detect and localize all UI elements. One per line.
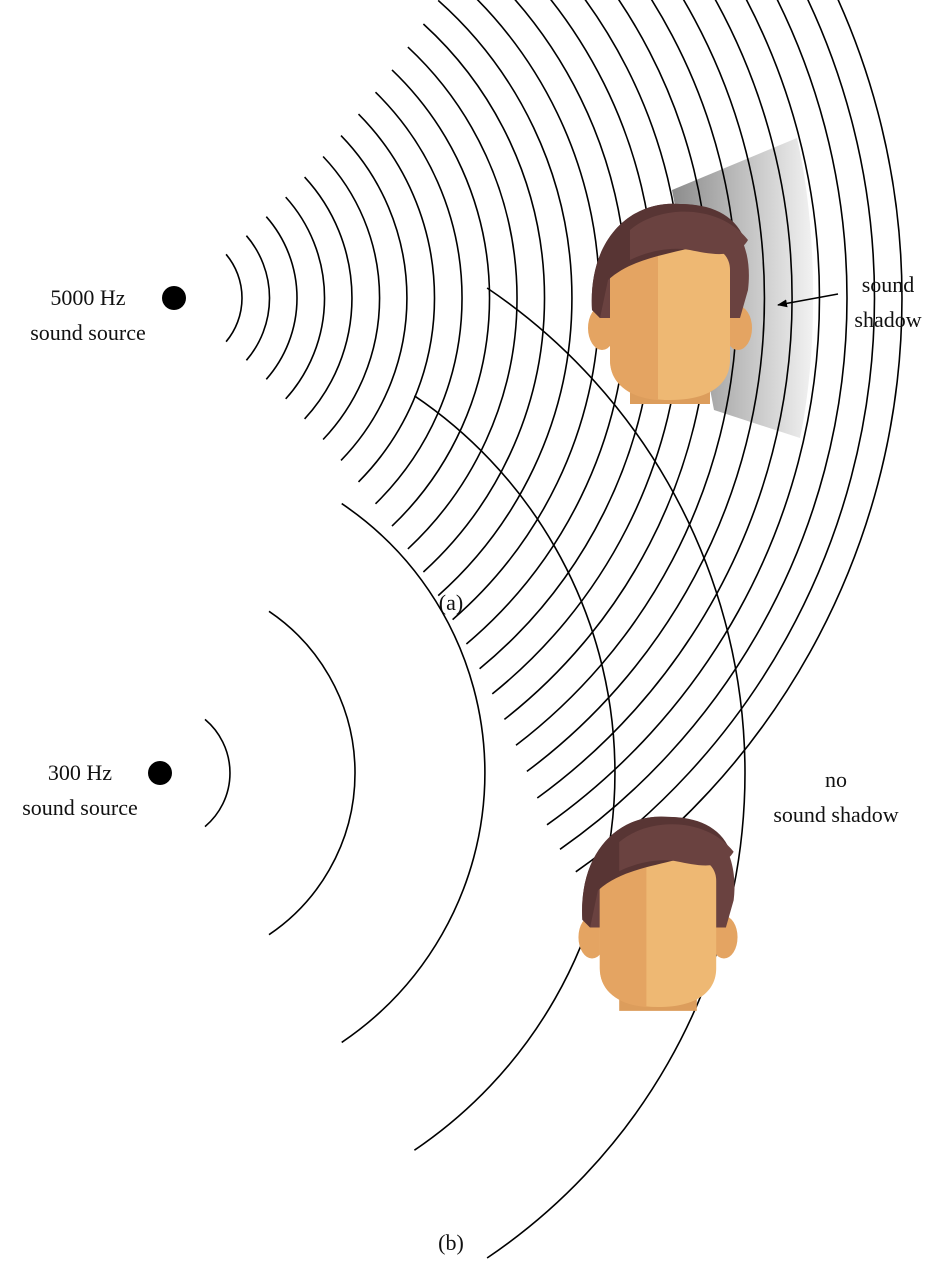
wave-front-a [374,91,463,505]
wave-front-a [575,0,876,873]
wave-fronts-300hz [204,287,746,1259]
sound-source-dot-a [162,286,186,310]
source-type-label-a: sound source [30,320,145,345]
wave-front-a [526,0,766,773]
wave-front-b [413,395,616,1151]
wave-front-a [285,196,326,400]
wave-front-a [437,0,573,597]
wave-front-a [559,0,848,850]
wave-front-a [225,253,243,343]
shadow-pointer-arrow [777,293,839,308]
no-shadow-label-line2: sound shadow [773,802,898,827]
listener-head-b [578,816,738,1011]
panel-b: 300 Hz sound source no sound shadow (b) [22,287,899,1259]
caption-b: (b) [438,1230,464,1255]
wave-front-a [422,23,546,573]
wave-front-a [245,235,271,361]
source-frequency-label-a: 5000 Hz [50,285,125,310]
wave-front-a [536,0,793,799]
wave-front-b [341,502,486,1044]
wave-front-a [322,155,381,441]
wave-front-a [265,216,298,380]
source-frequency-label-b: 300 Hz [48,760,112,785]
panel-a: 5000 Hz sound source sound shadow (a) [30,0,922,895]
wave-front-b [268,610,356,936]
wave-front-a [304,176,353,420]
sound-source-dot-b [148,761,172,785]
wave-front-a [340,135,408,461]
caption-a: (a) [439,590,463,615]
no-shadow-label-line1: no [825,767,847,792]
wave-front-a [391,69,491,527]
wave-front-b [204,718,231,828]
wave-front-a [591,0,903,895]
wave-front-a [407,46,518,550]
wave-fronts-5000hz [225,0,903,895]
wave-front-b [486,287,746,1259]
wave-front-a [357,113,436,483]
shadow-label-line1: sound [862,272,915,297]
source-type-label-b: sound source [22,795,137,820]
shadow-label-line2: shadow [854,307,921,332]
